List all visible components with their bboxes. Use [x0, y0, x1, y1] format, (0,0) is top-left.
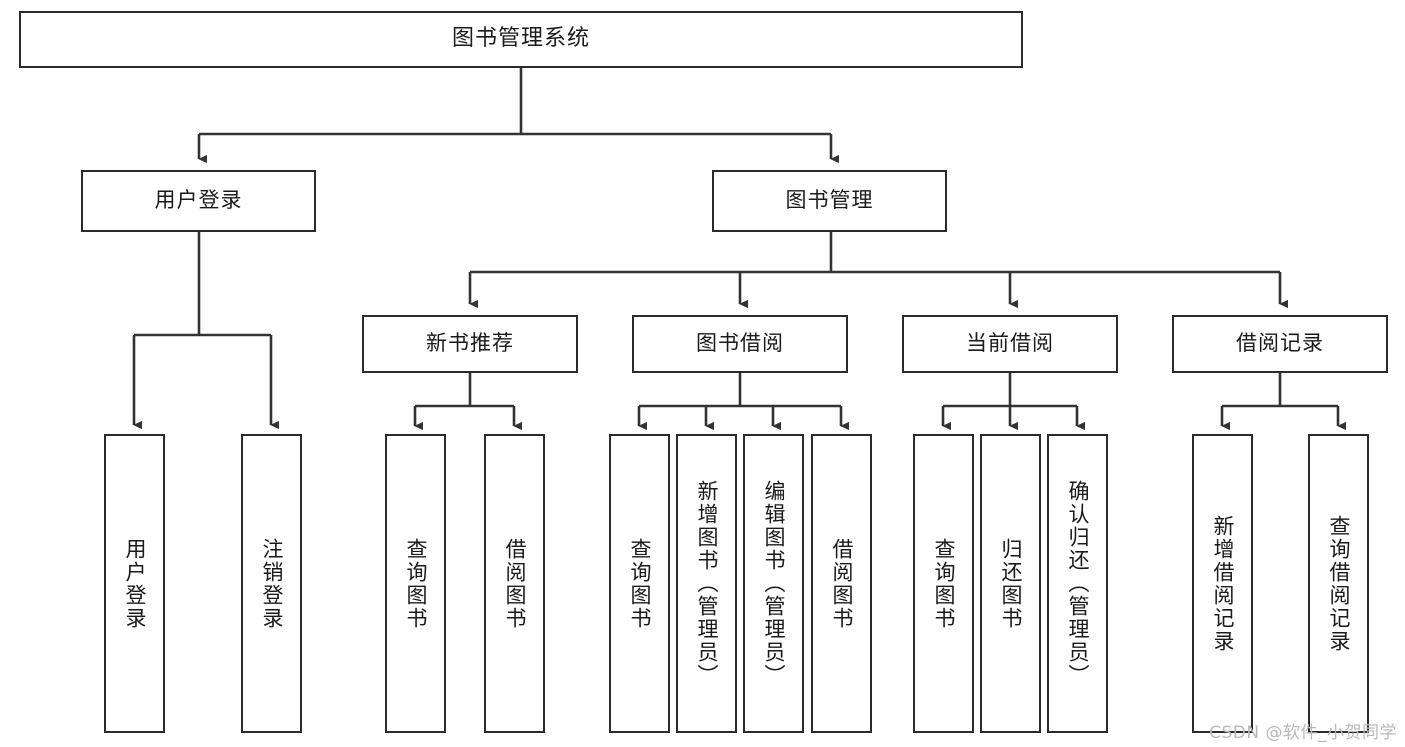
leaf-label: 确认归还（管理员） — [1065, 480, 1090, 687]
leaf-edit-book-admin[interactable]: 编辑图书（管理员） — [743, 434, 804, 733]
node-borrow-record[interactable]: 借阅记录 — [1172, 315, 1388, 373]
leaf-add-book-admin[interactable]: 新增图书（管理员） — [676, 434, 737, 733]
leaf-label: 编辑图书（管理员） — [761, 480, 786, 687]
leaf-label: 用户登录 — [122, 537, 147, 630]
leaf-label: 借阅图书 — [829, 537, 854, 630]
node-book-borrow[interactable]: 图书借阅 — [632, 315, 848, 373]
leaf-label: 归还图书 — [998, 537, 1023, 630]
node-label: 图书借阅 — [696, 331, 784, 356]
watermark-text: CSDN @软件_小贺同学 — [1209, 723, 1397, 743]
leaf-label: 新增借阅记录 — [1210, 514, 1235, 653]
leaf-query-book-current[interactable]: 查询图书 — [913, 434, 974, 733]
leaf-borrow-book-new-recommend[interactable]: 借阅图书 — [484, 434, 545, 733]
leaf-user-login[interactable]: 用户登录 — [104, 434, 165, 733]
leaf-label: 查询图书 — [627, 537, 652, 630]
node-label: 借阅记录 — [1236, 331, 1324, 356]
node-label: 当前借阅 — [966, 331, 1054, 356]
leaf-label: 借阅图书 — [502, 537, 527, 630]
node-root-system[interactable]: 图书管理系统 — [19, 11, 1023, 68]
node-label: 图书管理 — [785, 188, 874, 213]
leaf-confirm-return-admin[interactable]: 确认归还（管理员） — [1047, 434, 1108, 733]
leaf-return-book[interactable]: 归还图书 — [980, 434, 1041, 733]
leaf-label: 注销登录 — [259, 537, 284, 630]
leaf-label: 查询图书 — [931, 537, 956, 630]
leaf-query-book-new-recommend[interactable]: 查询图书 — [385, 434, 446, 733]
node-label: 图书管理系统 — [451, 26, 590, 52]
node-label: 用户登录 — [154, 188, 243, 213]
leaf-query-borrow-record[interactable]: 查询借阅记录 — [1308, 434, 1369, 733]
leaf-borrow-book-borrow[interactable]: 借阅图书 — [811, 434, 872, 733]
leaf-add-borrow-record[interactable]: 新增借阅记录 — [1192, 434, 1253, 733]
node-book-management[interactable]: 图书管理 — [712, 170, 947, 232]
node-new-book-recommend[interactable]: 新书推荐 — [362, 315, 578, 373]
node-current-borrow[interactable]: 当前借阅 — [902, 315, 1118, 373]
node-user-login[interactable]: 用户登录 — [81, 170, 316, 232]
leaf-query-book-borrow[interactable]: 查询图书 — [609, 434, 670, 733]
node-label: 新书推荐 — [426, 331, 514, 356]
leaf-logout-login[interactable]: 注销登录 — [241, 434, 302, 733]
leaf-label: 查询图书 — [403, 537, 428, 630]
leaf-label: 查询借阅记录 — [1326, 514, 1351, 653]
leaf-label: 新增图书（管理员） — [694, 480, 719, 687]
